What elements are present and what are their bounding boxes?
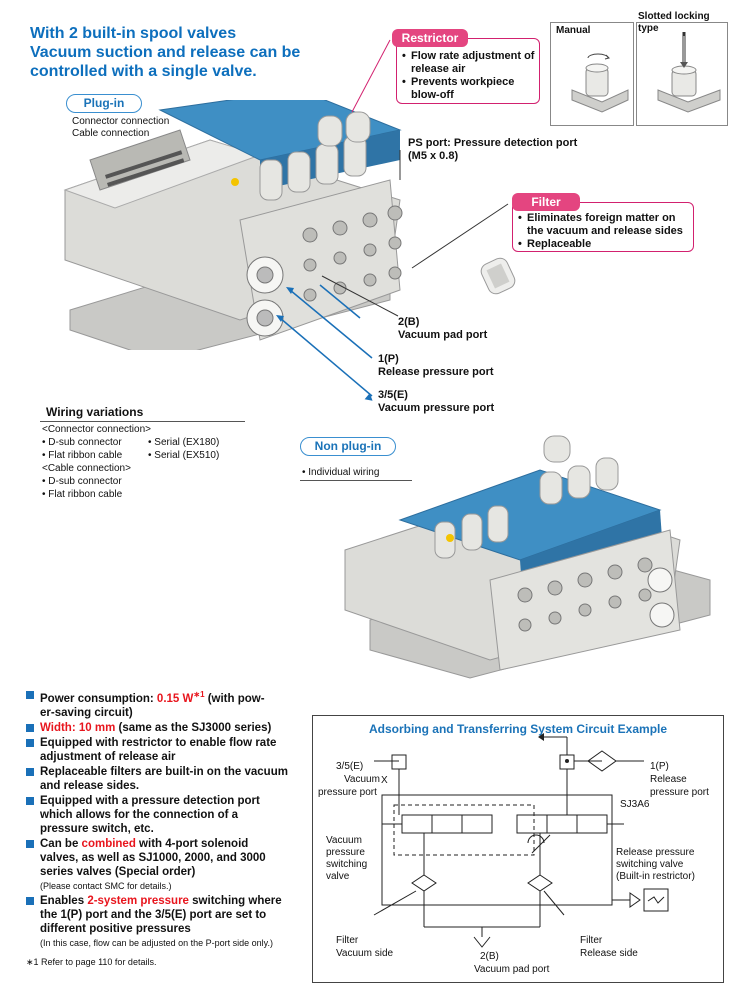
plugin-manifold-illustration — [63, 100, 403, 350]
wiring-serial-1: Serial (EX180) — [154, 437, 220, 448]
port-2b-name: Vacuum pad port — [398, 329, 488, 341]
circuit-title: Adsorbing and Transferring System Circui… — [368, 722, 668, 736]
wiring-flat: Flat ribbon cable — [48, 450, 123, 461]
nonplugin-item: Individual wiring — [308, 467, 380, 478]
port-35e-code: 3/5(E) — [378, 389, 408, 401]
wiring-cable-head: <Cable connection> — [42, 463, 131, 474]
port-1p-name: Release pressure port — [378, 366, 494, 378]
feature-power: Power consumption: 0.15 W∗1 (with pow-er… — [26, 688, 310, 720]
filter-item: Eliminates foreign matter on the vacuum … — [518, 212, 694, 238]
nonplugin-divider — [300, 480, 412, 481]
ps-port-line-1: PS port: Pressure detection port — [408, 137, 578, 149]
wiring-title: Wiring variations — [46, 405, 144, 419]
manual-figure — [550, 22, 634, 126]
feature-width: Width: 10 mm (same as the SJ3000 series) — [26, 721, 310, 735]
feature-filters: Replaceable filters are built-in on the … — [26, 765, 310, 793]
restrictor-title: Restrictor — [392, 29, 468, 47]
filter-title: Filter — [512, 193, 580, 211]
circuit-e-port: pressure port — [318, 787, 377, 798]
circuit-filter-right-1: Filter — [580, 935, 603, 946]
restrictor-knob-illustrations — [571, 32, 721, 113]
circuit-pad-name: Vacuum pad port — [474, 964, 550, 975]
wiring-flat-2: Flat ribbon cable — [48, 489, 123, 500]
headline-line-2: Vacuum suction and release can be — [30, 44, 301, 61]
circuit-e-name: Vacuum — [344, 774, 380, 785]
headline-line-1: With 2 built-in spool valves — [30, 25, 237, 42]
circuit-x: X — [381, 775, 388, 786]
circuit-vac-2: pressure — [326, 847, 365, 858]
slotted-figure — [636, 22, 728, 126]
slotted-label: Slotted locking type — [638, 11, 710, 34]
circuit-rel-3: (Built-in restrictor) — [616, 871, 695, 882]
circuit-filter-right-2: Release side — [580, 948, 638, 959]
circuit-diagram — [373, 733, 669, 948]
circuit-vac-4: valve — [326, 871, 350, 882]
ps-port-line-2: (M5 x 0.8) — [408, 150, 459, 162]
wiring-connector-head: <Connector connection> — [42, 424, 151, 435]
headline: With 2 built-in spool valves Vacuum suct… — [30, 24, 370, 81]
port-1p-code: 1(P) — [378, 353, 399, 365]
wiring-divider — [40, 421, 245, 422]
footnote: ∗1 Refer to page 110 for details. — [26, 956, 157, 967]
slotted-knob-icon — [657, 32, 721, 113]
manual-knob-icon — [571, 53, 629, 113]
nonplugin-manifold-illustration — [344, 435, 711, 679]
wiring-dsub-2: D-sub connector — [48, 476, 122, 487]
plugin-sub-2: Cable connection — [72, 128, 150, 139]
headline-line-3: controlled with a single valve. — [30, 63, 257, 80]
circuit-p-code: 1(P) — [650, 761, 669, 772]
manual-label: Manual — [556, 25, 591, 36]
circuit-filter-left-2: Vacuum side — [336, 948, 394, 959]
features-list: Power consumption: 0.15 W∗1 (with pow-er… — [26, 688, 310, 968]
circuit-filter-left-1: Filter — [336, 935, 359, 946]
circuit-p-name: Release — [650, 774, 687, 785]
filter-item: Replaceable — [518, 238, 694, 251]
circuit-vac-3: switching — [326, 859, 368, 870]
circuit-model: SJ3A6 — [620, 799, 650, 810]
wiring-dsub: D-sub connector — [48, 437, 122, 448]
restrictor-item: Prevents workpiece blow-off — [402, 76, 538, 102]
plugin-sub-1: Connector connection — [72, 116, 170, 127]
nonplugin-badge: Non plug-in — [300, 437, 396, 456]
callout-lines — [276, 39, 509, 401]
filter-cartridge-icon — [480, 257, 516, 295]
circuit-pad-code: 2(B) — [480, 951, 499, 962]
feature-restrictor: Equipped with restrictor to enable flow … — [26, 736, 310, 764]
port-35e-name: Vacuum pressure port — [378, 402, 495, 414]
circuit-e-code: 3/5(E) — [336, 761, 364, 772]
restrictor-list: Flow rate adjustment of release air Prev… — [402, 50, 538, 102]
port-2b-code: 2(B) — [398, 316, 420, 328]
circuit-vac-1: Vacuum — [326, 835, 362, 846]
filter-list: Eliminates foreign matter on the vacuum … — [518, 212, 694, 251]
circuit-panel — [312, 715, 724, 983]
restrictor-item: Flow rate adjustment of release air — [402, 50, 538, 76]
wiring-serial-2: Serial (EX510) — [154, 450, 220, 461]
feature-2-system: Enables 2-system pressure switching wher… — [26, 894, 310, 950]
circuit-rel-2: switching valve — [616, 859, 684, 870]
plugin-badge: Plug-in — [66, 94, 142, 113]
circuit-rel-1: Release pressure — [616, 847, 695, 858]
circuit-p-port: pressure port — [650, 787, 709, 798]
